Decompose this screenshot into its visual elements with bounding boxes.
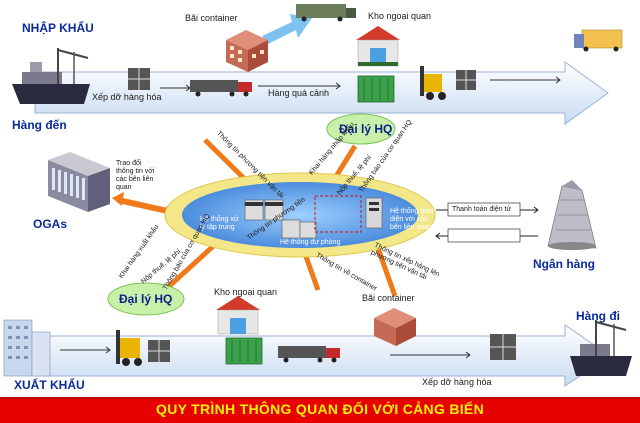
bonded-warehouse-icon-bottom — [216, 296, 260, 335]
central-server-icon — [244, 199, 284, 221]
transit-label: Hàng quá cảnh — [268, 88, 330, 98]
unload-top-label: Xếp dỡ hàng hóa — [92, 92, 162, 102]
agent-top-label: Đại lý HQ — [339, 122, 393, 136]
container-icon-top — [357, 75, 395, 103]
bonded-wh-bottom-label: Kho ngoại quan — [214, 287, 278, 297]
import-label: NHẬP KHẨU — [22, 21, 94, 35]
backup-system-label: Hệ thống dự phòng — [280, 239, 341, 246]
bonded-warehouse-icon-top — [356, 26, 400, 67]
bank-building-icon — [547, 180, 597, 250]
payment-box-2 — [447, 228, 521, 243]
top-small-arrows — [160, 76, 561, 92]
comm-server-icon — [365, 197, 383, 229]
export-label: XUẤT KHẨU — [14, 378, 85, 392]
bonded-wh-top-label: Kho ngoại quan — [368, 11, 432, 21]
ogas-label: OGAs — [33, 217, 68, 231]
container-yard-building-icon — [226, 30, 268, 72]
ogas-building-icon — [48, 152, 110, 212]
comm-system-label: Hệ thống giao diện với các bên liên quan — [390, 208, 434, 231]
to-yard-arrow — [262, 14, 312, 44]
forklift-icon-bottom — [116, 330, 142, 366]
cargo-box-icon-bottom-2 — [490, 334, 516, 360]
departures-label: Hàng đi — [576, 309, 620, 323]
cargo-box-icon-2 — [456, 70, 476, 90]
payment-label: Thanh toán điện tử — [452, 206, 512, 213]
semi-truck-icon-bottom — [278, 346, 340, 363]
ship-departure-icon — [570, 320, 632, 376]
ship-arrival-icon — [12, 48, 90, 104]
center-dashed-box — [314, 195, 362, 233]
cargo-box-icon-bottom — [148, 340, 170, 362]
semi-truck-icon — [190, 80, 252, 97]
forklift-icon-top — [420, 66, 446, 100]
delivery-truck-icon — [574, 29, 623, 52]
central-system-label: Hệ thống xử lý tập trung — [200, 216, 239, 231]
cargo-box-icon — [128, 68, 150, 90]
unload-bottom-label: Xếp dỡ hàng hóa — [422, 377, 492, 387]
agent-bottom-label: Đại lý HQ — [119, 292, 173, 306]
agent-bottom-bubble — [107, 282, 185, 316]
backup-server-icon — [281, 219, 317, 239]
diagram-title: QUY TRÌNH THÔNG QUAN ĐỐI VỚI CẢNG BIỂN — [156, 401, 484, 417]
container-icon-bottom — [225, 337, 263, 365]
container-yard-building-icon-bottom — [374, 308, 416, 346]
center-core — [182, 182, 418, 248]
agent-top-bubble — [326, 113, 396, 145]
container-yard-bottom-label: Bãi container — [362, 293, 415, 303]
payment-box — [447, 202, 521, 217]
container-truck-icon — [296, 4, 356, 22]
title-banner — [0, 397, 640, 423]
bottom-small-arrows — [60, 346, 471, 359]
arrivals-label: Hàng đến — [12, 118, 67, 132]
ogas-exchange-label: Trao đổi thông tin với các bên liên quan — [116, 160, 155, 191]
container-yard-top-label: Bãi container — [185, 13, 238, 23]
bank-label: Ngân hàng — [533, 257, 595, 271]
apartment-building-icon — [3, 319, 51, 377]
